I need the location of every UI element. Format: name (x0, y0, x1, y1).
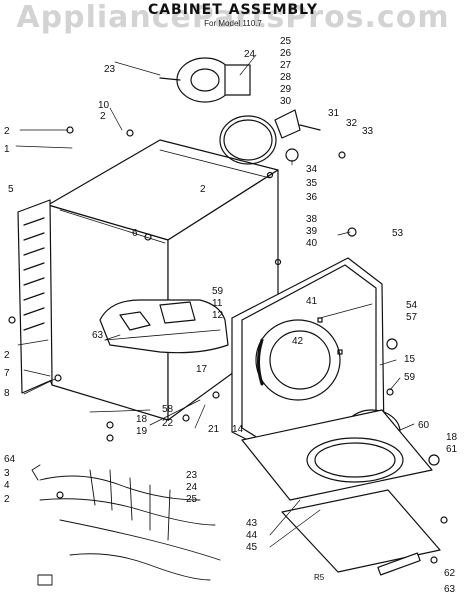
wiring-harness (31, 464, 221, 586)
callout-labels: 23 10 2 1 5 6 2 24 25 26 27 28 29 30 31 … (4, 36, 458, 595)
callout-58: 61 (446, 444, 458, 455)
callout-14: 14 (232, 424, 244, 435)
callout-1: 1 (4, 144, 10, 155)
callout-6: 6 (132, 228, 138, 239)
callout-18: 18 (136, 414, 148, 425)
callout-29: 27 (280, 60, 292, 71)
motor-assembly (159, 57, 251, 103)
callout-30: 28 (280, 72, 292, 83)
callout-31: 29 (280, 84, 292, 95)
callout-18b: 18 (446, 432, 458, 443)
fasteners (8, 126, 448, 564)
heater-assembly (99, 299, 229, 354)
callout-43: 41 (306, 296, 318, 307)
leader-lines (15, 54, 415, 548)
callout-57: 60 (418, 420, 430, 431)
lint-door (281, 489, 441, 576)
callout-51: 54 (406, 300, 418, 311)
callout-41: 39 (306, 226, 318, 237)
callout-5: 5 (8, 184, 14, 195)
callout-54b: 59 (212, 286, 224, 297)
callout-37: 35 (306, 178, 318, 189)
door-panel (241, 409, 433, 501)
left-side-panel (17, 199, 53, 394)
callout-2e: 2 (4, 494, 10, 505)
diagram-subtitle: For Model 110.7 (204, 19, 262, 28)
callout-35: 33 (362, 126, 374, 137)
callout-49: 45 (246, 542, 258, 553)
callout-60: 63 (444, 584, 456, 595)
callout-27: 25 (280, 36, 292, 47)
callout-2b: 2 (100, 111, 106, 122)
callout-32: 30 (280, 96, 292, 107)
callout-7: 7 (4, 368, 10, 379)
callout-34: 32 (346, 118, 358, 129)
callout-22: 22 (162, 418, 174, 429)
drive-belt (219, 115, 277, 165)
callout-23: 23 (186, 470, 198, 481)
callout-2c: 2 (200, 184, 206, 195)
callout-2d: 2 (4, 350, 10, 361)
callout-52: 57 (406, 312, 418, 323)
callout-36: 34 (306, 164, 318, 175)
callout-45: 43 (246, 518, 258, 529)
callout-28: 26 (280, 48, 292, 59)
callout-33: 31 (328, 108, 340, 119)
callout-19: 19 (136, 426, 148, 437)
callout-21: 21 (208, 424, 220, 435)
callout-40: 38 (306, 214, 318, 225)
callout-47: 44 (246, 530, 258, 541)
page-code: R5 (314, 573, 325, 582)
callout-50: 53 (392, 228, 404, 239)
callout-11: 11 (212, 298, 223, 309)
callout-61: 64 (4, 454, 16, 465)
callout-44: 42 (292, 336, 304, 347)
callout-54a: 59 (404, 372, 416, 383)
callout-26: 24 (244, 49, 256, 60)
callout-8: 8 (4, 388, 10, 399)
callout-3: 3 (4, 468, 10, 479)
callout-63: 63 (92, 330, 104, 341)
callout-25: 25 (186, 494, 198, 505)
callout-42: 40 (306, 238, 318, 249)
callout-2a: 2 (4, 126, 10, 137)
callout-38: 36 (306, 192, 318, 203)
front-panel (231, 257, 385, 446)
callout-59: 62 (444, 568, 456, 579)
callout-17: 17 (196, 364, 208, 375)
callout-15: 15 (404, 354, 416, 365)
callout-10: 10 (98, 100, 110, 111)
callout-4: 4 (4, 480, 10, 491)
diagram-title: CABINET ASSEMBLY (147, 2, 319, 18)
callout-53: 58 (162, 404, 174, 415)
callout-12: 12 (212, 310, 224, 321)
callout-9: 23 (104, 64, 116, 75)
callout-24: 24 (186, 482, 198, 493)
